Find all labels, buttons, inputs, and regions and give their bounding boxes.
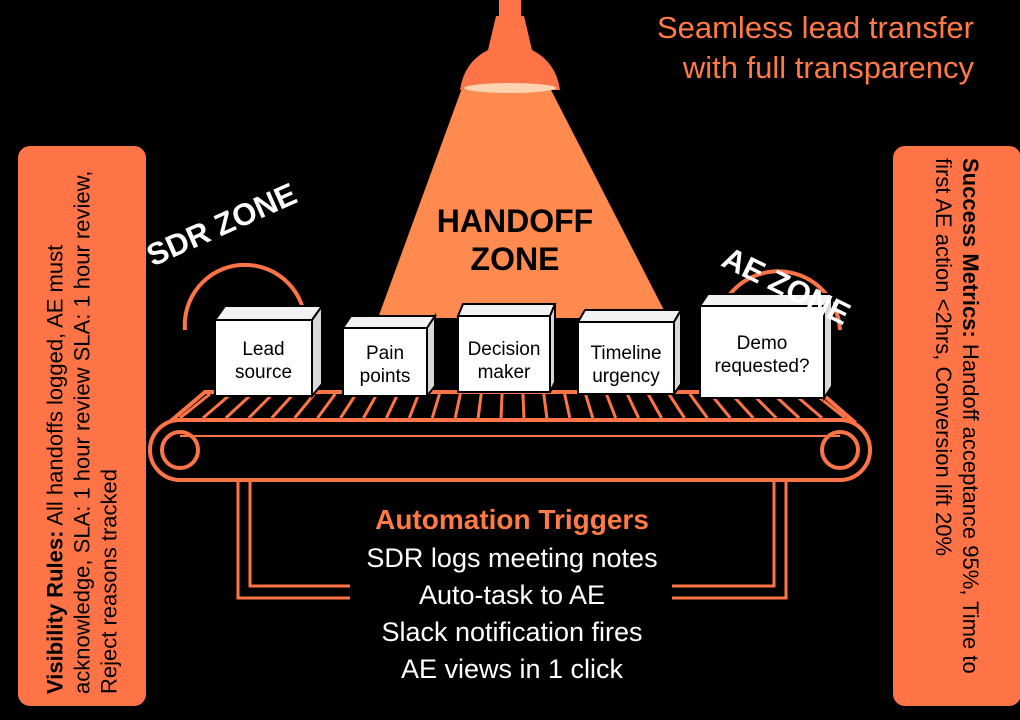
belt-slat	[584, 393, 595, 419]
trigger-item: SDR logs meeting notes	[366, 543, 658, 573]
belt-slat	[224, 392, 253, 420]
box-label-line: Timeline	[590, 343, 662, 364]
success-metrics-panel: Success Metrics: Handoff acceptance 95%,…	[893, 146, 1020, 706]
box-label-line: Pain	[365, 343, 405, 364]
belt-slat	[688, 393, 709, 419]
tagline-line-2: with full transparency	[682, 50, 974, 85]
box-label-line: source	[234, 362, 293, 383]
visibility-rules-text: Visibility Rules: All handoffs logged, A…	[42, 158, 123, 694]
box-label-pain-points: Pain points	[343, 342, 427, 388]
trigger-item: Auto-task to AE	[418, 580, 606, 610]
belt-slat	[339, 393, 358, 419]
box-demo-requested	[698, 290, 834, 402]
box-label-line: Lead	[242, 339, 285, 360]
belt-slat	[499, 393, 504, 419]
handoff-zone-title: HANDOFF ZONE	[405, 202, 625, 278]
belt-slat	[407, 393, 421, 419]
box-timeline-urgency	[576, 306, 683, 398]
belt-slat	[270, 392, 295, 420]
trigger-item: AE views in 1 click	[400, 654, 624, 684]
belt-slat	[604, 393, 618, 419]
belt-slat	[362, 393, 379, 419]
success-metrics-text: Success Metrics: Handoff acceptance 95%,…	[930, 158, 984, 694]
belt-slat	[385, 393, 400, 419]
conveyor-frame	[236, 482, 788, 600]
handoff-zone-line-1: HANDOFF	[436, 203, 594, 239]
box-decision-maker	[456, 303, 557, 393]
box-label-line: points	[359, 366, 411, 387]
box-label-line: Demo	[736, 333, 788, 354]
belt-slat	[430, 393, 441, 419]
tagline-line-1: Seamless lead transfer	[656, 10, 974, 45]
box-label-decision-maker: Decision maker	[458, 338, 550, 384]
box-pain-points	[341, 312, 437, 399]
belt-slat	[201, 392, 232, 420]
visibility-rules-label: Visibility Rules:	[42, 530, 68, 694]
belt-slat	[247, 392, 274, 420]
sdr-zone-arc	[182, 262, 307, 331]
trigger-item: Slack notification fires	[381, 617, 643, 647]
lamp-icon	[460, 0, 560, 93]
automation-triggers-title: Automation Triggers	[375, 504, 649, 535]
belt-slat	[179, 392, 211, 420]
belt-slat	[625, 393, 640, 419]
box-label-line: maker	[477, 362, 531, 383]
box-label-lead-source: Lead source	[215, 338, 312, 384]
belt-slat	[646, 393, 663, 419]
handoff-zone-line-2: ZONE	[470, 241, 560, 277]
belt-slat	[667, 393, 686, 419]
box-label-line: Decision	[467, 339, 541, 360]
belt-slat	[316, 393, 337, 419]
belt-slat	[476, 393, 483, 419]
visibility-rules-panel: Visibility Rules: All handoffs logged, A…	[18, 146, 146, 706]
belt-slat	[453, 393, 462, 419]
belt-slat	[563, 393, 572, 419]
spotlight-beam	[378, 88, 668, 318]
success-metrics-label: Success Metrics:	[958, 158, 983, 338]
box-label-line: urgency	[592, 366, 660, 387]
automation-triggers: Automation Triggers SDR logs meeting not…	[312, 500, 712, 688]
box-label-demo-requested: Demo requested?	[700, 332, 824, 378]
box-label-line: requested?	[714, 356, 810, 377]
tagline: Seamless lead transfer with full transpa…	[554, 8, 974, 88]
belt-slat	[542, 393, 549, 419]
belt-slat	[521, 393, 526, 419]
box-lead-source	[213, 302, 324, 399]
box-label-timeline-urgency: Timeline urgency	[578, 342, 674, 388]
